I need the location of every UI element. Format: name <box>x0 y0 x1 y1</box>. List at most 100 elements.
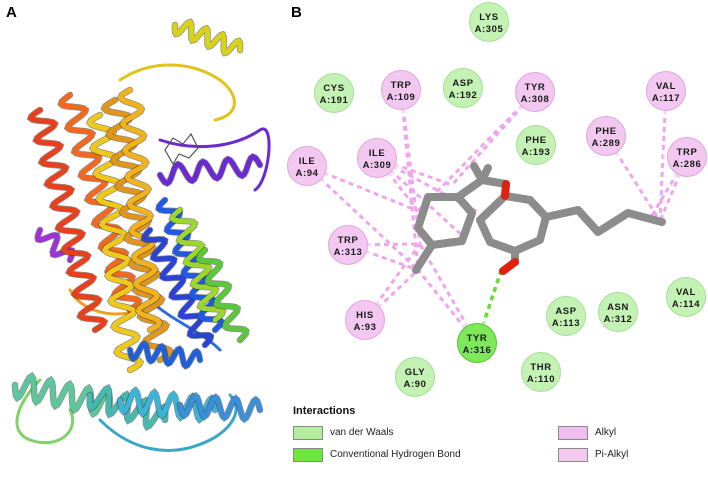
residue-number: A:90 <box>404 379 427 390</box>
residue-disc <box>666 277 706 317</box>
interaction-line <box>305 164 420 272</box>
residue-number: A:193 <box>522 147 551 158</box>
residue-disc <box>667 137 707 177</box>
residue-name: VAL <box>676 287 696 298</box>
residue-number: A:192 <box>449 90 478 101</box>
residue-disc <box>395 357 435 397</box>
residue-disc <box>345 300 385 340</box>
alpha-helix <box>140 226 215 349</box>
ligand-bond <box>499 258 519 275</box>
residue-name: TYR <box>525 82 546 93</box>
interaction-line <box>399 89 422 245</box>
coil-loop <box>15 378 75 445</box>
residue-number: A:305 <box>475 24 504 35</box>
residue-number: A:117 <box>652 93 680 104</box>
residue-name: TRP <box>338 235 359 246</box>
residue-name: ILE <box>369 148 386 159</box>
panel-label-b: B <box>291 4 302 21</box>
residue-number: A:309 <box>363 160 392 171</box>
residue-number: A:109 <box>387 92 416 103</box>
residue-disc <box>314 73 354 113</box>
residue-name: PHE <box>525 135 546 146</box>
alpha-helix <box>156 152 264 188</box>
legend-label-vdw: van der Waals <box>330 427 394 438</box>
residue-disc <box>515 72 555 112</box>
protein-ribbon-structure <box>11 18 271 452</box>
alpha-helix <box>171 18 244 57</box>
residue-number: A:113 <box>552 318 580 329</box>
residue-name: GLY <box>405 367 426 378</box>
alpha-helix <box>116 86 164 334</box>
alpha-helix <box>116 386 219 424</box>
legend-swatch-hbond <box>293 448 323 462</box>
interaction-diagram: LYSA:305CYSA:191TRPA:109ASPA:192TYRA:308… <box>287 2 708 400</box>
legend-swatch-pialkyl <box>558 448 588 462</box>
ligand-bond <box>478 164 492 184</box>
ligand-bond <box>542 206 666 236</box>
alpha-helix <box>195 246 250 344</box>
residue-number: A:94 <box>296 168 319 179</box>
residue-disc <box>381 70 421 110</box>
legend-title: Interactions <box>293 405 356 417</box>
residue-number: A:312 <box>604 314 633 325</box>
alpha-helix <box>168 206 227 324</box>
interaction-line <box>416 269 479 344</box>
alpha-helix <box>26 106 109 334</box>
residue-name: PHE <box>595 126 616 137</box>
residue-disc <box>586 116 626 156</box>
residue-name: THR <box>530 362 551 373</box>
ligand-bond <box>412 241 436 274</box>
residue-disc <box>328 225 368 265</box>
bound-ligand <box>164 132 199 166</box>
aromatic-ring-marker <box>485 204 540 246</box>
residue-number: A:289 <box>592 138 621 149</box>
residue-disc <box>357 138 397 178</box>
coil-loop <box>158 127 271 192</box>
residue-name: HIS <box>356 310 374 321</box>
residue-disc <box>646 71 686 111</box>
residue-name: ASP <box>555 306 576 317</box>
alpha-helix <box>126 340 204 370</box>
panel-label-a: A <box>6 4 17 21</box>
residue-name: ILE <box>299 156 316 167</box>
residue-number: A:313 <box>334 247 363 258</box>
residue-name: TYR <box>467 333 488 344</box>
residue-number: A:93 <box>354 322 377 333</box>
residue-disc <box>521 352 561 392</box>
residue-name: VAL <box>656 81 676 92</box>
residue-number: A:308 <box>521 94 550 105</box>
residue-number: A:114 <box>672 299 700 310</box>
residue-disc <box>546 296 586 336</box>
residue-name: CYS <box>323 83 344 94</box>
residue-disc <box>457 323 497 363</box>
legend-label-hbond: Conventional Hydrogen Bond <box>330 449 461 460</box>
residue-number: A:191 <box>320 95 349 106</box>
ligand-bond <box>501 180 510 200</box>
residue-disc <box>469 2 509 42</box>
alpha-helix <box>11 371 114 419</box>
residue-name: TRP <box>391 80 412 91</box>
legend-label-pialkyl: Pi-Alkyl <box>595 449 629 460</box>
legend-label-alkyl: Alkyl <box>595 427 617 438</box>
ligand-bond <box>476 192 550 255</box>
coil-loop <box>118 63 236 122</box>
residue-disc <box>443 68 483 108</box>
interaction-line <box>399 89 420 271</box>
ligand-molecule <box>412 162 666 275</box>
legend-swatch-alkyl <box>558 426 588 440</box>
residue-number: A:110 <box>527 374 555 385</box>
residue-disc <box>516 125 556 165</box>
